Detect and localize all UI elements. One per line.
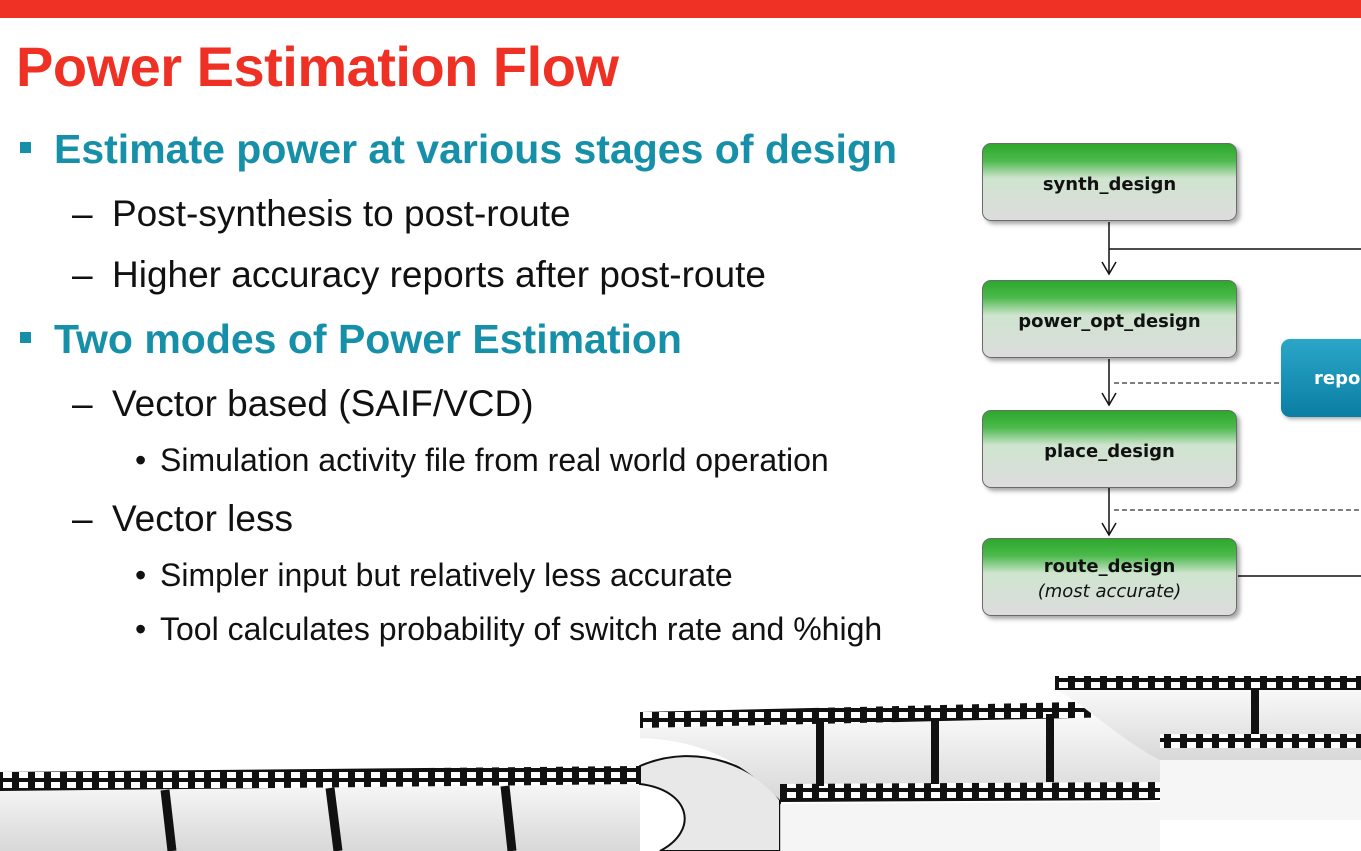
flow-step-synth-design: synth_design (982, 143, 1237, 221)
flow-step-label: synth_design (1042, 173, 1177, 195)
square-bullet-icon (20, 142, 31, 153)
bullet-text: Vector less (112, 498, 293, 539)
bullet-text: Higher accuracy reports after post-route (112, 254, 766, 295)
dash-bullet-icon: – (72, 254, 93, 295)
bullet-text: Vector based (SAIF/VCD) (112, 383, 534, 424)
flow-step-route-design: route_design (most accurate) (982, 538, 1237, 616)
dot-bullet-icon: • (135, 557, 147, 593)
flow-step-sublabel: (most accurate) (1037, 581, 1182, 602)
flow-step-place-design: place_design (982, 410, 1237, 488)
dash-bullet-icon: – (72, 383, 93, 424)
report-power-box: repo (1281, 339, 1361, 417)
sub-bullet-vector-less: – Vector less (72, 498, 293, 540)
sub-bullet-vector-based: – Vector based (SAIF/VCD) (72, 383, 534, 425)
dash-bullet-icon: – (72, 498, 93, 539)
dash-bullet-icon: – (72, 193, 93, 234)
bullet-text: Post-synthesis to post-route (112, 193, 571, 234)
slide-title: Power Estimation Flow (16, 35, 619, 98)
detail-bullet-simpler-input: • Simpler input but relatively less accu… (135, 557, 733, 594)
bullet-text: Two modes of Power Estimation (54, 316, 682, 362)
report-label: repo (1314, 367, 1361, 389)
sub-bullet-accuracy: – Higher accuracy reports after post-rou… (72, 254, 766, 296)
detail-bullet-switch-rate: • Tool calculates probability of switch … (135, 611, 883, 648)
bullet-heading-stages: Estimate power at various stages of desi… (20, 126, 898, 173)
flow-step-label: route_design (1043, 556, 1176, 577)
detail-bullet-simulation: • Simulation activity file from real wor… (135, 442, 829, 479)
bullet-heading-modes: Two modes of Power Estimation (20, 316, 682, 363)
bullet-text: Simulation activity file from real world… (160, 442, 829, 478)
flow-step-label: place_design (1044, 440, 1175, 462)
flow-step-power-opt-design: power_opt_design (982, 280, 1237, 358)
bullet-text: Tool calculates probability of switch ra… (160, 611, 883, 647)
sub-bullet-post-synthesis: – Post-synthesis to post-route (72, 193, 571, 235)
dot-bullet-icon: • (135, 442, 147, 478)
flow-step-label: power_opt_design (1018, 310, 1201, 332)
square-bullet-icon (20, 332, 31, 343)
bullet-text: Estimate power at various stages of desi… (54, 126, 898, 172)
top-accent-bar (0, 0, 1361, 18)
bullet-text: Simpler input but relatively less accura… (160, 557, 733, 593)
dot-bullet-icon: • (135, 611, 147, 647)
